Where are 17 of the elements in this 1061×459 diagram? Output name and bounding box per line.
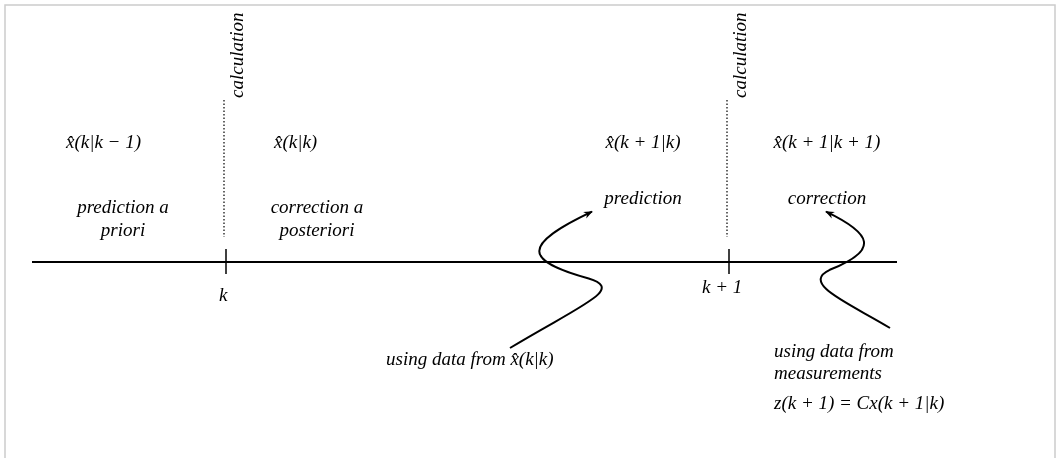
formula-text: x̂(k + 1|k + 1) xyxy=(773,131,881,153)
wavy-arrow xyxy=(819,210,891,329)
tick-label: k xyxy=(219,284,228,306)
phase-label: prediction a priori xyxy=(76,196,170,242)
formula-text: x̂(k + 1|k) xyxy=(605,131,681,153)
formula-text: x̂(k|k − 1) xyxy=(66,131,141,153)
note-text: using data from measurements xyxy=(774,340,895,384)
phase-label: prediction xyxy=(604,186,682,209)
phase-label: correction a posteriori xyxy=(269,196,365,242)
wavy-arrow xyxy=(509,210,603,349)
note-text: using data from x̂(k|k) xyxy=(386,348,555,370)
equation-text: z(k + 1) = Cx(k + 1|k) xyxy=(774,391,946,414)
phase-label: correction xyxy=(787,186,867,209)
tick-label: k + 1 xyxy=(702,276,743,298)
vertical-label: calculation xyxy=(729,12,751,98)
formula-text: x̂(k|k) xyxy=(274,131,318,153)
vertical-label: calculation xyxy=(226,12,248,98)
